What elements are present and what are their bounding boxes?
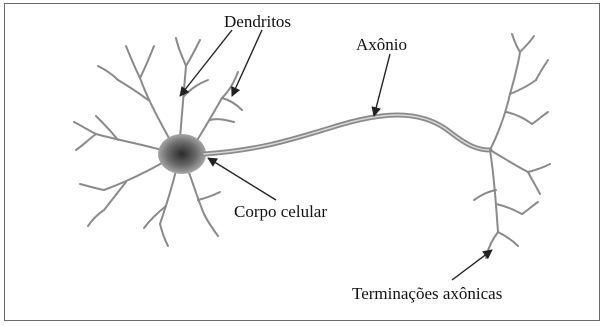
axon-terminals-label: Terminações axônicas bbox=[352, 285, 502, 302]
dendrites-label: Dendritos bbox=[224, 13, 291, 30]
axon-terminal-branches bbox=[474, 34, 550, 258]
axon bbox=[204, 115, 490, 154]
dendrites bbox=[74, 38, 242, 246]
annotation-arrows bbox=[180, 30, 492, 280]
axon-label: Axônio bbox=[356, 36, 407, 53]
cell-body-label: Corpo celular bbox=[234, 203, 327, 220]
cell-body bbox=[158, 134, 206, 174]
